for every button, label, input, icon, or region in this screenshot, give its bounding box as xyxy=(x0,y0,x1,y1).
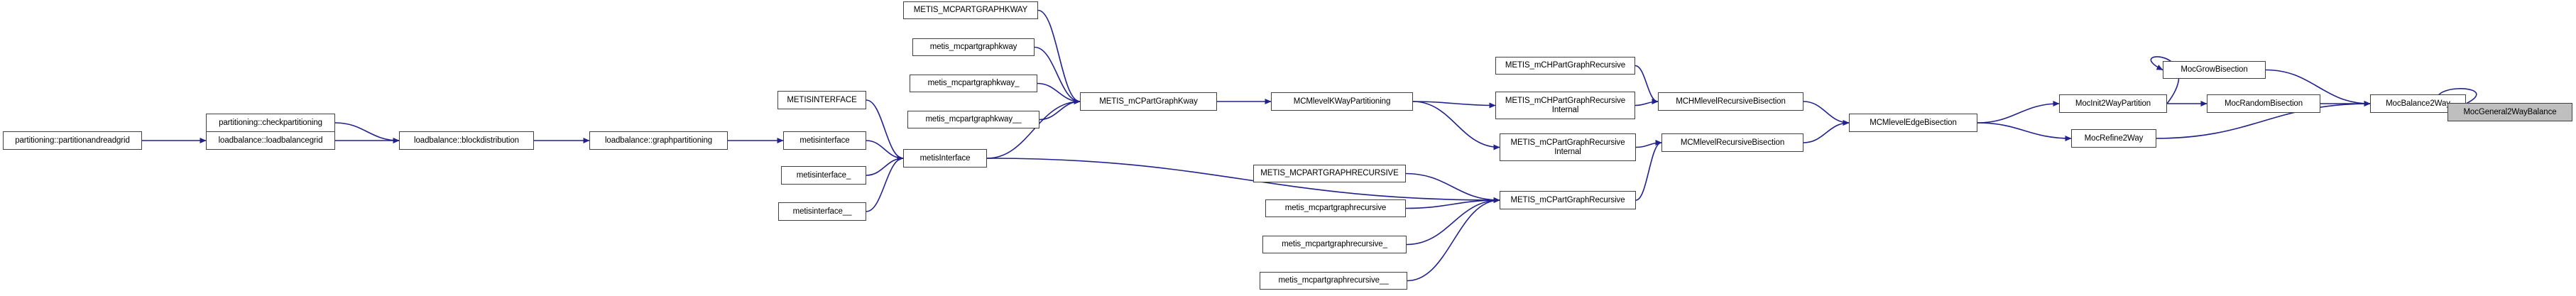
graph-edge xyxy=(1803,101,1850,126)
graph-node[interactable]: MCMlevelKWayPartitioning xyxy=(1271,92,1413,111)
graph-node[interactable]: MocGrowBisection xyxy=(2163,61,2266,79)
graph-edge xyxy=(1634,65,1659,104)
graph-edge xyxy=(1803,120,1850,143)
graph-edge xyxy=(1634,99,1659,106)
graph-edge xyxy=(1412,101,1500,150)
graph-node[interactable]: MocInit2WayPartition xyxy=(2059,94,2167,113)
graph-node[interactable]: metis_mcpartgraphrecursive_ xyxy=(1262,236,1407,253)
graph-edge xyxy=(866,155,904,176)
graph-edge xyxy=(1405,172,1500,203)
graph-edge xyxy=(1977,101,2060,124)
graph-edge xyxy=(1407,197,1500,282)
graph-edge xyxy=(986,158,1500,203)
graph-edge xyxy=(1635,140,1662,148)
graph-edge xyxy=(1037,9,1081,104)
graph-edge xyxy=(986,99,1081,159)
graph-node[interactable]: METIS_MCPARTGRAPHRECURSIVE xyxy=(1253,165,1406,182)
graph-node[interactable]: METISINTERFACE xyxy=(777,91,866,109)
graph-node[interactable]: metis_mcpartgraphrecursive__ xyxy=(1260,272,1407,290)
graph-node[interactable]: METIS_mCHPartGraphRecursive xyxy=(1495,57,1635,75)
graph-node[interactable]: METIS_MCPARTGRAPHKWAY xyxy=(903,1,1038,19)
graph-edge xyxy=(866,155,904,212)
graph-node[interactable]: MocGeneral2WayBalance xyxy=(2447,103,2572,121)
graph-edge xyxy=(1034,46,1081,104)
graph-edge xyxy=(1412,101,1496,109)
graph-node[interactable]: metisInterface xyxy=(903,149,987,168)
graph-node[interactable]: metisinterface xyxy=(783,131,866,150)
graph-node[interactable]: metis_mcpartgraphkway xyxy=(912,38,1035,56)
graph-node[interactable]: metis_mcpartgraphkway_ xyxy=(910,75,1037,92)
graph-edge xyxy=(1405,197,1500,209)
graph-node[interactable]: metis_mcpartgraphrecursive xyxy=(1265,199,1406,217)
graph-node[interactable]: loadbalance::graphpartitioning xyxy=(589,131,728,150)
graph-node[interactable]: METIS_mCPartGraphRecursive Internal xyxy=(1500,133,1636,161)
graph-node[interactable]: loadbalance::loadbalancegrid xyxy=(206,131,335,150)
graph-edge xyxy=(866,140,904,161)
graph-node[interactable]: partitioning::partitionandreadgrid xyxy=(3,131,142,150)
graph-edge xyxy=(1406,197,1500,246)
graph-node[interactable]: metisinterface_ xyxy=(781,166,866,185)
graph-edge xyxy=(1037,82,1081,104)
graph-edge xyxy=(1977,122,2072,141)
graph-edge xyxy=(1635,140,1662,201)
graph-node[interactable]: MCHMlevelRecursiveBisection xyxy=(1658,92,1803,111)
graph-node[interactable]: METIS_mCPartGraphRecursive xyxy=(1500,191,1636,209)
graph-node[interactable]: MCMlevelEdgeBisection xyxy=(1849,114,1977,132)
graph-edge xyxy=(1039,99,1081,121)
graph-node[interactable]: MocRandomBisection xyxy=(2207,94,2320,113)
graph-node[interactable]: METIS_mCHPartGraphRecursive Internal xyxy=(1495,92,1635,119)
graph-node[interactable]: partitioning::checkpartitioning xyxy=(206,114,335,132)
graph-node[interactable]: metis_mcpartgraphkway__ xyxy=(907,111,1039,128)
graph-node[interactable]: METIS_mCPartGraphKway xyxy=(1080,92,1217,111)
graph-edge xyxy=(866,99,904,161)
graph-edge xyxy=(334,122,400,143)
graph-node[interactable]: MocRefine2Way xyxy=(2071,129,2156,148)
graph-node[interactable]: MCMlevelRecursiveBisection xyxy=(1661,133,1803,152)
graph-node[interactable]: loadbalance::blockdistribution xyxy=(399,131,534,150)
graph-node[interactable]: metisinterface__ xyxy=(778,202,866,221)
